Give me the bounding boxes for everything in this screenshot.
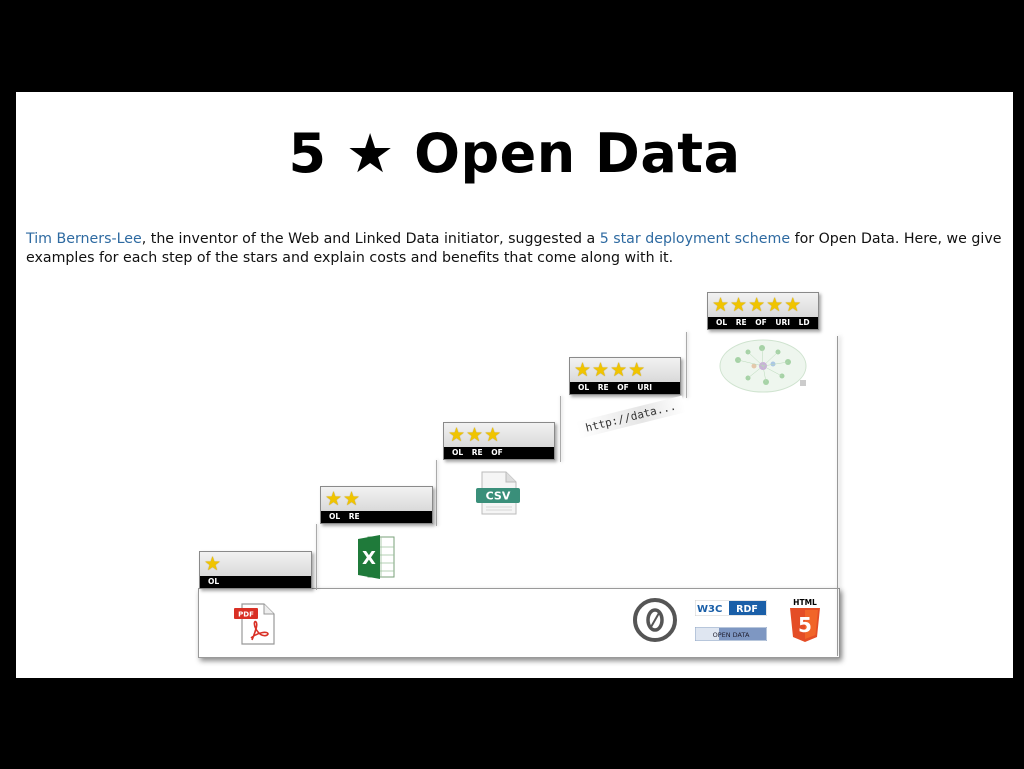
star-icon: ★: [343, 487, 361, 510]
badge-stars: ★★: [321, 487, 432, 511]
slide-title: 5 ★ Open Data: [288, 122, 741, 185]
badge-codes: OL RE: [321, 511, 432, 523]
star-icon: ★: [592, 358, 610, 381]
five-star-staircase: ★ OL ★★ OL RE ★★★ OL RE OF ★★★★ OL RE OF…: [16, 92, 1013, 678]
pdf-label: PDF: [238, 611, 254, 619]
badge-codes: OL RE OF URI LD: [708, 317, 818, 329]
star-icon: ★: [628, 358, 646, 381]
badge-stars: ★★★★: [570, 358, 680, 382]
stair-riser: [436, 460, 437, 526]
w3c-rdf-icon: W3C RDF: [695, 600, 767, 616]
rdf-label: RDF: [736, 604, 758, 615]
intro-paragraph: Tim Berners-Lee, the inventor of the Web…: [26, 230, 1011, 268]
star-icon: ★: [784, 293, 802, 316]
star-icon: ★: [574, 358, 592, 381]
linked-data-cloud-icon: [719, 339, 807, 393]
badge-1-star: ★ OL: [199, 551, 312, 589]
stair-riser: [560, 396, 561, 462]
stair-riser: [316, 524, 317, 590]
pdf-icon: PDF: [234, 603, 275, 645]
badge-stars: ★★★★★: [708, 293, 818, 317]
star-icon: ★: [730, 293, 748, 316]
badge-4-stars: ★★★★ OL RE OF URI: [569, 357, 681, 395]
open-data-label: OPEN DATA: [713, 631, 750, 639]
star-icon: ★: [748, 293, 766, 316]
uri-example-label: http://data...: [576, 395, 686, 439]
badge-2-stars: ★★ OL RE: [320, 486, 433, 524]
w3c-label: W3C: [697, 604, 722, 615]
csv-label: CSV: [486, 490, 511, 503]
html5-icon: HTML 5: [790, 598, 820, 642]
excel-icon: X: [358, 535, 395, 579]
intro-text-1: , the inventor of the Web and Linked Dat…: [141, 231, 600, 247]
slide: 5 ★ Open Data Tim Berners-Lee, the inven…: [16, 92, 1013, 678]
stair-riser: [686, 332, 687, 398]
cc-zero-icon: [633, 598, 677, 642]
star-icon: ★: [448, 423, 466, 446]
staircase-base: [198, 588, 840, 658]
star-icon: ★: [766, 293, 784, 316]
html5-label: HTML: [793, 598, 817, 607]
staircase-right-edge: [837, 336, 838, 656]
badge-codes: OL RE OF URI: [570, 382, 680, 394]
tim-berners-lee-link[interactable]: Tim Berners-Lee: [26, 231, 142, 247]
badge-3-stars: ★★★ OL RE OF: [443, 422, 555, 460]
svg-text:X: X: [362, 548, 376, 569]
star-icon: ★: [204, 552, 222, 575]
badge-stars: ★: [200, 552, 311, 576]
star-scheme-link[interactable]: 5 star deployment scheme: [599, 231, 791, 247]
badge-stars: ★★★: [444, 423, 554, 447]
star-icon: ★: [610, 358, 628, 381]
intro-text-2: for Open Data. Here, we give examples fo…: [26, 231, 1002, 266]
csv-icon: CSV: [476, 471, 520, 515]
badge-codes: OL: [200, 576, 311, 588]
star-icon: ★: [466, 423, 484, 446]
badge-5-stars: ★★★★★ OL RE OF URI LD: [707, 292, 819, 330]
star-icon: ★: [325, 487, 343, 510]
open-data-icon: OPEN DATA: [695, 627, 767, 641]
badge-codes: OL RE OF: [444, 447, 554, 459]
html5-digit: 5: [798, 613, 812, 637]
star-icon: ★: [712, 293, 730, 316]
star-icon: ★: [484, 423, 502, 446]
